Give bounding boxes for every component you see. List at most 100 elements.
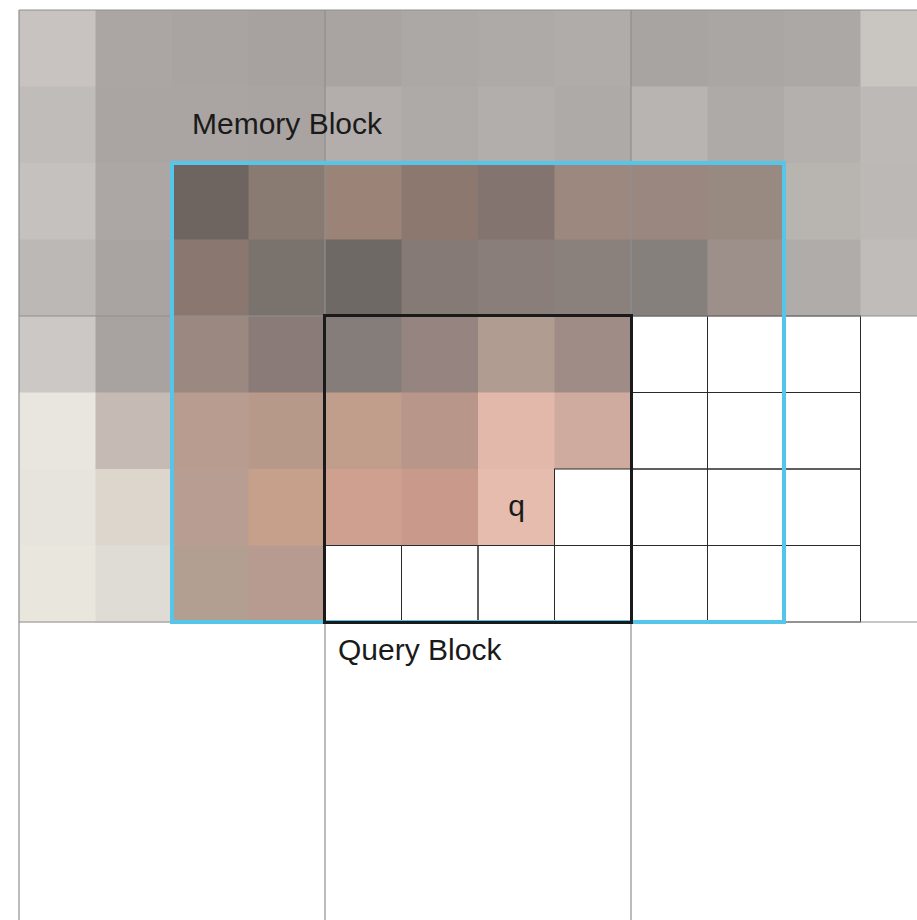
pixel-cell	[555, 10, 632, 87]
pixel-cell	[19, 163, 96, 240]
pixel-cell	[402, 316, 479, 393]
pixel-cell	[784, 316, 861, 393]
pixel-cell	[19, 316, 96, 393]
pixel-cell	[402, 163, 479, 240]
pixel-cell	[861, 240, 917, 317]
pixel-cell	[249, 316, 326, 393]
pixel-cell	[402, 546, 479, 623]
empty-cell	[784, 469, 861, 546]
pixel-cell	[784, 393, 861, 470]
pixel-cell	[708, 163, 785, 240]
pixel-cell	[708, 393, 785, 470]
pixel-cell	[402, 469, 479, 546]
pixel-cell	[631, 469, 708, 546]
pixel-cell	[478, 316, 555, 393]
empty-cell	[708, 316, 785, 393]
empty-cell	[555, 469, 632, 546]
pixel-cell	[861, 546, 917, 623]
memory-block-label: Memory Block	[192, 107, 382, 140]
pixel-cell	[478, 393, 555, 470]
block-grid	[19, 10, 917, 920]
query-block-label: Query Block	[338, 633, 501, 666]
pixel-cell	[96, 546, 173, 623]
pixel-cell	[325, 469, 402, 546]
query-pixel-label: q	[508, 489, 525, 522]
block-grid-line	[18, 10, 19, 920]
empty-cell	[784, 393, 861, 470]
pixel-cell	[708, 469, 785, 546]
pixel-cell	[325, 10, 402, 87]
pixel-cell	[325, 546, 402, 623]
pixel-cell	[555, 469, 632, 546]
pixel-cell	[402, 393, 479, 470]
pixel-cell	[631, 316, 708, 393]
pixel-cell	[325, 240, 402, 317]
empty-cell	[631, 393, 708, 470]
pixel-cell	[631, 546, 708, 623]
query-block: Query Blockq	[323, 314, 633, 624]
pixel-cell	[555, 316, 632, 393]
pixel-cell	[19, 393, 96, 470]
empty-cell	[631, 316, 708, 393]
pixel-cell	[478, 10, 555, 87]
pixel-cell	[249, 10, 326, 87]
query-pixel: q	[478, 469, 555, 546]
pixel-cell	[784, 87, 861, 164]
pixel-cell	[19, 240, 96, 317]
pixel-cell	[96, 469, 173, 546]
pixel-cell	[708, 546, 785, 623]
pixel-cell	[631, 163, 708, 240]
pixel-cell	[861, 393, 917, 470]
pixel-cell	[172, 316, 249, 393]
pixel-cell	[708, 87, 785, 164]
pixel-cell	[249, 240, 326, 317]
pixel-cell	[96, 87, 173, 164]
pixel-cell	[402, 87, 479, 164]
pixel-cell	[708, 316, 785, 393]
pixel-cell	[172, 163, 249, 240]
pixel-cell	[631, 240, 708, 317]
pixel-cell	[631, 393, 708, 470]
pixel-cell	[96, 240, 173, 317]
pixel-cell	[555, 87, 632, 164]
empty-cell	[784, 546, 861, 623]
pixel-cell	[325, 163, 402, 240]
empty-cell	[555, 546, 632, 623]
pixel-cell	[555, 240, 632, 317]
block-grid-line	[19, 9, 917, 10]
pixel-cell	[555, 163, 632, 240]
pixel-cell	[784, 10, 861, 87]
pixel-cell	[19, 469, 96, 546]
memory-block: Memory BlockQuery Blockq	[170, 161, 786, 624]
empty-cell	[708, 469, 785, 546]
pixel-cell	[784, 240, 861, 317]
pixel-cell	[19, 10, 96, 87]
pixel-cell	[478, 87, 555, 164]
pixel-cell	[249, 469, 326, 546]
pixel-cell	[478, 163, 555, 240]
pixel-cell	[402, 10, 479, 87]
pixel-cell	[861, 163, 917, 240]
pixel-cell	[96, 393, 173, 470]
pixel-cell	[172, 469, 249, 546]
pixel-cell	[861, 87, 917, 164]
empty-cell	[325, 546, 402, 623]
pixel-cell	[172, 546, 249, 623]
empty-cell-grid	[325, 316, 861, 622]
pixel-cell	[861, 469, 917, 546]
pixel-cell	[631, 87, 708, 164]
empty-cell	[631, 546, 708, 623]
empty-cell	[708, 546, 785, 623]
pixel-cell	[96, 163, 173, 240]
pixel-cell	[96, 316, 173, 393]
pixel-cell	[249, 546, 326, 623]
pixel-cell	[861, 316, 917, 393]
pixel-cell	[478, 469, 555, 546]
pixel-cell	[555, 546, 632, 623]
empty-cell	[631, 469, 708, 546]
pixel-cell	[249, 163, 326, 240]
empty-cell	[478, 546, 555, 623]
empty-cell	[708, 393, 785, 470]
pixel-cell	[172, 10, 249, 87]
